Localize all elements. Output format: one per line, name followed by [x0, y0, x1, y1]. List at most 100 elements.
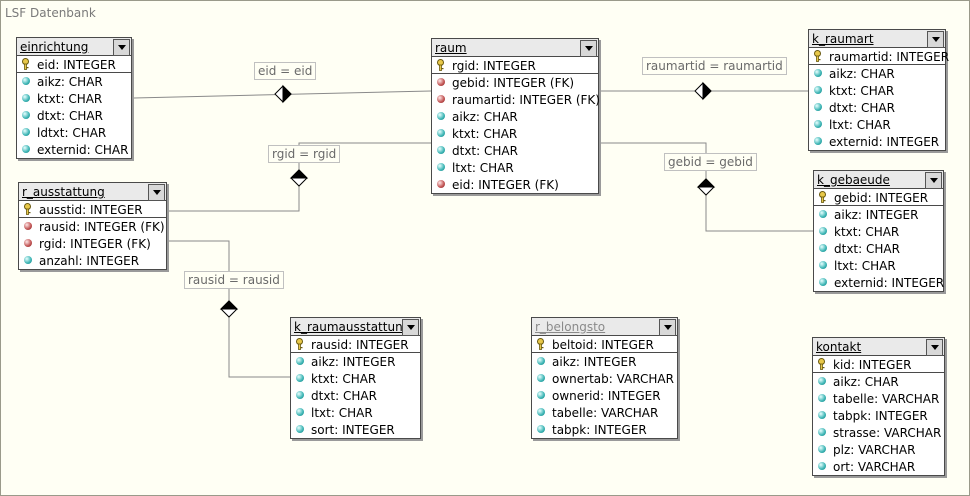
dropdown-arrow-icon[interactable] [659, 319, 676, 336]
foreign-key-row[interactable]: rausid: INTEGER (FK) [19, 218, 166, 235]
dropdown-arrow-icon[interactable] [925, 172, 942, 189]
attribute-row[interactable]: ownerid: INTEGER [532, 387, 677, 404]
attribute-row[interactable]: ktxt: CHAR [291, 370, 420, 387]
attribute-row[interactable]: ownertab: VARCHAR [532, 370, 677, 387]
entity-header[interactable]: einrichtung [17, 38, 131, 56]
foreign-key-row[interactable]: eid: INTEGER (FK) [432, 176, 598, 193]
column-icon [537, 357, 545, 365]
attribute-row[interactable]: dtxt: CHAR [809, 99, 945, 116]
attribute-label: dtxt: CHAR [834, 242, 900, 256]
dropdown-arrow-icon[interactable] [580, 40, 597, 57]
column-icon [818, 411, 826, 419]
attribute-label: aikz: INTEGER [834, 208, 919, 222]
column-icon [818, 428, 826, 436]
attribute-row[interactable]: aikz: INTEGER [291, 353, 420, 370]
dropdown-arrow-icon[interactable] [926, 339, 943, 356]
primary-key-row[interactable]: gebid: INTEGER [814, 189, 943, 206]
entity-name: r_belongsto [535, 320, 606, 334]
foreign-key-icon [437, 180, 445, 188]
entity-header[interactable]: r_belongsto [532, 318, 677, 336]
foreign-key-icon [437, 95, 445, 103]
entity-header[interactable]: kontakt [813, 338, 944, 356]
attribute-label: rausid: INTEGER (FK) [39, 220, 165, 234]
attribute-row[interactable]: tabpk: INTEGER [532, 421, 677, 438]
foreign-key-row[interactable]: rgid: INTEGER (FK) [19, 235, 166, 252]
attribute-row[interactable]: plz: VARCHAR [813, 441, 944, 458]
attribute-row[interactable]: ltxt: CHAR [814, 257, 943, 274]
primary-key-row[interactable]: ausstid: INTEGER [19, 201, 166, 218]
attribute-label: dtxt: CHAR [311, 389, 377, 403]
attribute-row[interactable]: externid: CHAR [17, 141, 131, 158]
primary-key-row[interactable]: kid: INTEGER [813, 356, 944, 373]
attribute-label: eid: INTEGER [37, 58, 116, 72]
attribute-row[interactable]: ktxt: CHAR [432, 125, 598, 142]
attribute-row[interactable]: aikz: CHAR [432, 108, 598, 125]
primary-key-row[interactable]: rgid: INTEGER [432, 57, 598, 74]
dropdown-arrow-icon[interactable] [113, 39, 130, 56]
rel-label-gebid: gebid = gebid [664, 153, 757, 171]
dropdown-arrow-icon[interactable] [402, 319, 419, 336]
entity-name: k_gebaeude [817, 173, 890, 187]
column-icon [437, 129, 445, 137]
attribute-row[interactable]: externid: INTEGER [809, 133, 945, 150]
column-icon [818, 462, 826, 470]
primary-key-row[interactable]: eid: INTEGER [17, 56, 131, 73]
attribute-row[interactable]: anzahl: INTEGER [19, 252, 166, 269]
attribute-label: ltxt: CHAR [829, 118, 891, 132]
attribute-row[interactable]: ltxt: CHAR [432, 159, 598, 176]
primary-key-row[interactable]: raumartid: INTEGER [809, 48, 949, 65]
attribute-label: ktxt: CHAR [829, 84, 895, 98]
foreign-key-row[interactable]: gebid: INTEGER (FK) [432, 74, 598, 91]
attribute-label: raumartid: INTEGER (FK) [452, 93, 600, 107]
attribute-row[interactable]: ktxt: CHAR [814, 223, 943, 240]
attribute-row[interactable]: tabelle: VARCHAR [532, 404, 677, 421]
attribute-row[interactable]: aikz: CHAR [809, 65, 945, 82]
attribute-label: ltxt: CHAR [311, 406, 373, 420]
attribute-row[interactable]: ltxt: CHAR [291, 404, 420, 421]
entity-header[interactable]: k_raumausstattung [291, 318, 420, 336]
attribute-label: ktxt: CHAR [311, 372, 377, 386]
attribute-label: kid: INTEGER [833, 358, 912, 372]
column-icon [819, 210, 827, 218]
attribute-row[interactable]: dtxt: CHAR [291, 387, 420, 404]
attribute-row[interactable]: strasse: VARCHAR [813, 424, 944, 441]
primary-key-row[interactable]: beltoid: INTEGER [532, 336, 677, 353]
primary-key-row[interactable]: rausid: INTEGER [291, 336, 420, 353]
attribute-row[interactable]: ldtxt: CHAR [17, 124, 131, 141]
attribute-row[interactable]: tabpk: INTEGER [813, 407, 944, 424]
entity-header[interactable]: k_gebaeude [814, 171, 943, 189]
attribute-row[interactable]: aikz: CHAR [17, 73, 131, 90]
attribute-row[interactable]: sort: INTEGER [291, 421, 420, 438]
foreign-key-row[interactable]: raumartid: INTEGER (FK) [432, 91, 600, 108]
attribute-row[interactable]: dtxt: CHAR [432, 142, 598, 159]
key-icon [295, 338, 304, 350]
column-icon [537, 374, 545, 382]
dropdown-arrow-icon[interactable] [148, 184, 165, 201]
entity-header[interactable]: k_raumart [809, 30, 945, 48]
attribute-row[interactable]: ort: VARCHAR [813, 458, 944, 475]
entity-header[interactable]: raum [432, 39, 598, 57]
rel-diamond-eid [274, 84, 292, 104]
attribute-row[interactable]: externid: INTEGER [814, 274, 944, 291]
attribute-row[interactable]: tabelle: VARCHAR [813, 390, 944, 407]
entity-header[interactable]: r_ausstattung [19, 183, 166, 201]
attribute-row[interactable]: ltxt: CHAR [809, 116, 945, 133]
attribute-row[interactable]: ktxt: CHAR [809, 82, 945, 99]
column-icon [24, 256, 32, 264]
attribute-row[interactable]: aikz: CHAR [813, 373, 944, 390]
attribute-row[interactable]: ktxt: CHAR [17, 90, 131, 107]
attribute-row[interactable]: dtxt: CHAR [17, 107, 131, 124]
attribute-row[interactable]: dtxt: CHAR [814, 240, 943, 257]
attribute-row[interactable]: aikz: INTEGER [814, 206, 943, 223]
attribute-row[interactable]: aikz: INTEGER [532, 353, 677, 370]
attribute-label: aikz: CHAR [833, 375, 899, 389]
dropdown-arrow-icon[interactable] [927, 31, 944, 48]
